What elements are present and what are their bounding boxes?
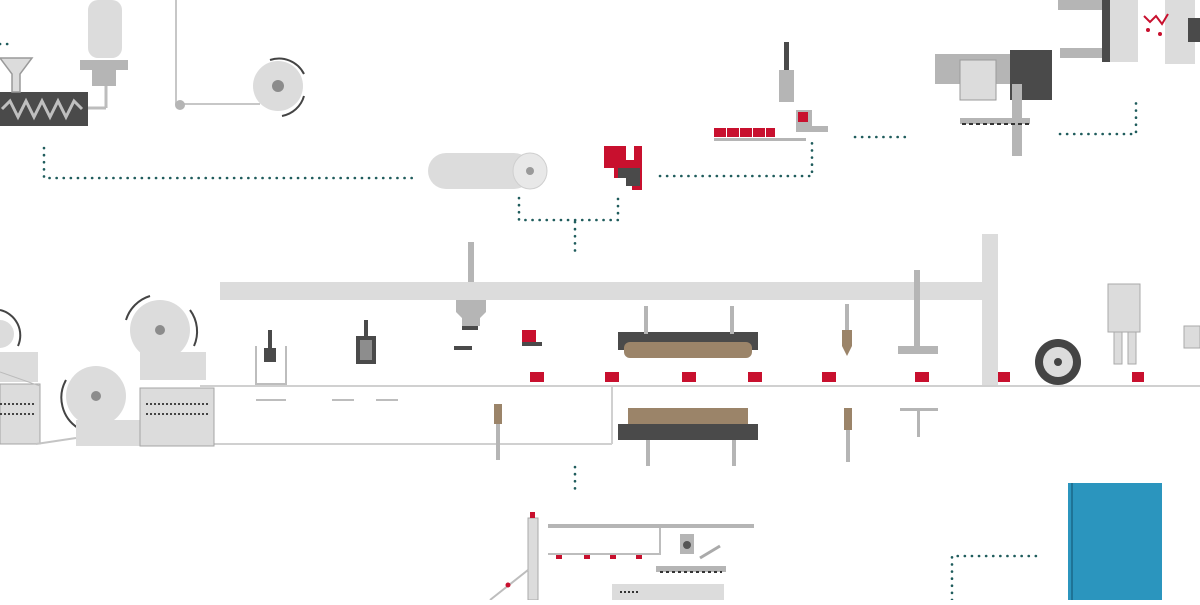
pick-and-place-icon: [680, 534, 721, 560]
cutter-head-icon: [1107, 283, 1200, 365]
dotted-connectors: [0, 42, 1138, 602]
conveyor-belt: [200, 385, 1200, 445]
connector-extruder-to-roll: [42, 146, 417, 180]
connector-gripper-to-pick: [658, 136, 814, 178]
film-roll-icon: [253, 57, 305, 117]
hopper-icon: [0, 57, 34, 93]
heater-platen-icon: [618, 306, 758, 358]
red-part-tray: [714, 128, 806, 141]
connector-to-box: [950, 554, 1044, 602]
red-part-markers: [530, 372, 1144, 382]
sensor-probe-icon: [255, 330, 287, 385]
red-gripper-icon: [604, 146, 642, 190]
supply-reel-icon: [125, 295, 215, 447]
bottom-assembly: [489, 512, 754, 601]
connector-press-right: [1058, 100, 1138, 136]
left-reel-stations: [0, 295, 215, 447]
extruder-screw-icon: [0, 97, 84, 121]
t-stand-icon: [900, 408, 938, 437]
sensor-probe-icon: [494, 404, 502, 460]
press-machine-icon: [935, 0, 1200, 156]
dispenser-icon: [356, 320, 376, 364]
pick-and-place-icon: [714, 42, 828, 141]
red-clamp-icon: [522, 330, 542, 346]
material-tank-icon: [80, 0, 128, 86]
film-winder: [175, 0, 305, 117]
line-stations: [255, 283, 1200, 466]
sensor-probe-icon: [844, 408, 852, 462]
sealing-wheel-icon: [1035, 339, 1081, 385]
heater-platen-icon: [618, 408, 758, 466]
supply-reel-icon: [60, 366, 146, 446]
gantry-rail-icon: [220, 234, 998, 386]
supply-reel-icon: [0, 309, 41, 445]
red-part-markers: [556, 555, 642, 559]
material-cylinder-icon: [428, 152, 548, 190]
packaging-box-icon: [1068, 483, 1162, 600]
connector-roll-to-gripper: [517, 196, 620, 222]
extruder-unit: [0, 0, 128, 126]
sensor-probe-icon: [842, 304, 852, 356]
